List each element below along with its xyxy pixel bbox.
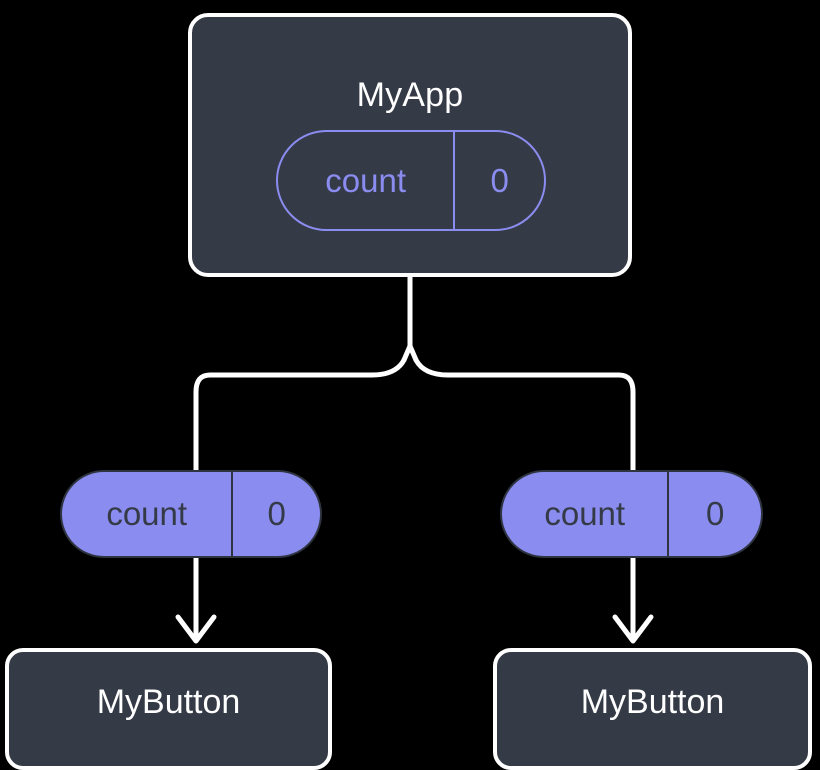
root-component-label: MyApp xyxy=(356,76,464,114)
left-child-state-key: count xyxy=(106,495,188,532)
edge-root-to-right-child xyxy=(413,357,636,473)
edge-root-trunk xyxy=(401,274,413,363)
root-state-value: 0 xyxy=(453,132,544,229)
left-child-component-label: MyButton xyxy=(96,682,241,721)
edge-root-trunk-peak xyxy=(407,343,419,363)
arrowhead-left xyxy=(175,614,217,644)
root-component-node[interactable]: MyApp xyxy=(188,13,632,277)
right-child-component-label: MyButton xyxy=(580,682,725,721)
edge-root-to-left-child xyxy=(193,357,407,473)
root-state-key: count xyxy=(325,161,407,199)
right-child-state-value: 0 xyxy=(667,472,761,556)
root-state-pill[interactable]: count 0 xyxy=(276,130,546,231)
left-child-state-pill[interactable]: count 0 xyxy=(60,470,322,558)
left-child-state-value: 0 xyxy=(231,472,320,556)
right-child-state-pill[interactable]: count 0 xyxy=(500,470,763,558)
arrowhead-right xyxy=(612,614,654,644)
left-child-component-node[interactable]: MyButton xyxy=(5,648,332,770)
right-child-state-key: count xyxy=(544,495,626,532)
right-child-component-node[interactable]: MyButton xyxy=(493,648,812,770)
